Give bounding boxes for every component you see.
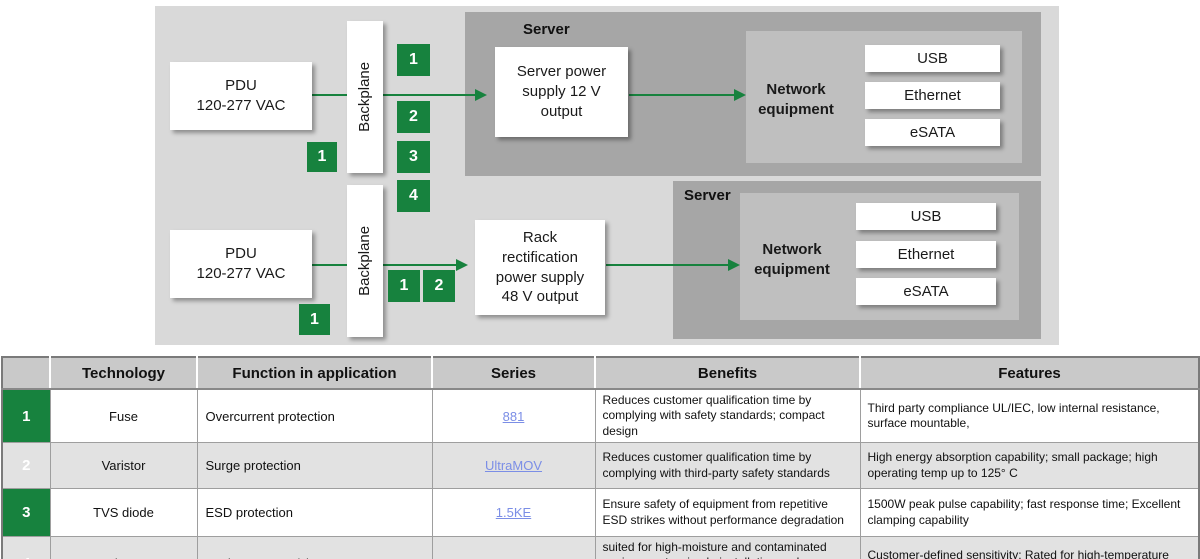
pdu-box-bottom: PDU 120-277 VAC <box>170 230 312 298</box>
port-box-esata-top: eSATA <box>865 119 1000 146</box>
benefits-cell: suited for high-moisture and contaminate… <box>594 536 861 559</box>
benefits-cell: Reduces customer qualification time by c… <box>594 388 861 444</box>
header-features: Features <box>860 356 1200 390</box>
function-cell: Enclosure open/close status <box>196 536 433 559</box>
header-technology: Technology <box>50 356 198 390</box>
function-cell: Surge protection <box>196 442 433 490</box>
network-equipment-label-bottom: Network equipment <box>754 241 830 278</box>
series-link-59150[interactable]: 59150 <box>495 556 531 559</box>
protection-badge-3: 3 <box>397 141 430 173</box>
benefits-cell: Ensure safety of equipment from repetiti… <box>594 488 861 538</box>
port-box-ethernet-bottom: Ethernet <box>856 241 996 268</box>
server-power-supply-box: Server power supply 12 V output <box>495 47 628 137</box>
header-function: Function in application <box>197 356 433 390</box>
protection-badge-2-rack: 2 <box>423 270 455 302</box>
server-panel-top-label: Server <box>523 21 570 38</box>
protection-badge-1-pdu-bottom: 1 <box>299 304 330 335</box>
row-number: 1 <box>1 388 51 444</box>
table-header-row: Technology Function in application Serie… <box>1 356 1200 390</box>
series-link-ultramov[interactable]: UltraMOV <box>484 458 543 474</box>
features-cell: Customer-defined sensitivity; Rated for … <box>859 536 1200 559</box>
header-benefits: Benefits <box>595 356 861 390</box>
features-cell: 1500W peak pulse capability; fast respon… <box>859 488 1200 538</box>
table-row: 3 TVS diode ESD protection 1.5KE Ensure … <box>1 488 1200 538</box>
series-link-881[interactable]: 881 <box>502 408 525 424</box>
backplane-label-top: Backplane <box>356 61 374 133</box>
protection-badge-1-pdu-top: 1 <box>307 142 337 172</box>
row-number: 2 <box>1 442 51 490</box>
backplane-box-top: Backplane <box>347 21 383 173</box>
series-link-15ke[interactable]: 1.5KE <box>495 505 532 521</box>
table-row: 2 Varistor Surge protection UltraMOV Red… <box>1 442 1200 490</box>
protection-badge-1-rack: 1 <box>388 270 420 302</box>
arrow-pdu-to-supply-line <box>312 94 475 96</box>
header-series: Series <box>432 356 596 390</box>
server-panel-bottom-label: Server <box>684 187 731 204</box>
rack-power-supply-box: Rack rectification power supply 48 V out… <box>475 220 605 315</box>
row-number: 3 <box>1 488 51 538</box>
arrow-supply-to-network-line <box>629 94 734 96</box>
benefits-cell: Reduces customer qualification time by c… <box>594 442 861 490</box>
arrow-rack-to-network-head <box>728 259 740 271</box>
backplane-label-bottom: Backplane <box>356 225 374 297</box>
backplane-box-bottom: Backplane <box>347 185 383 337</box>
port-box-usb-bottom: USB <box>856 203 996 230</box>
function-cell: Overcurrent protection <box>196 388 433 444</box>
row-number: 4 <box>1 536 51 559</box>
port-box-esata-bottom: eSATA <box>856 278 996 305</box>
port-box-ethernet-top: Ethernet <box>865 82 1000 109</box>
pdu-box-top: PDU 120-277 VAC <box>170 62 312 130</box>
protection-badge-4: 4 <box>397 180 430 212</box>
features-cell: Third party compliance UL/IEC, low inter… <box>859 388 1200 444</box>
network-equipment-label-top: Network equipment <box>758 81 834 118</box>
technology-cell: Reed sensor <box>49 536 198 559</box>
technology-cell: Fuse <box>49 388 198 444</box>
arrow-rack-to-network-line <box>606 264 728 266</box>
arrow-pdu-to-supply-head <box>475 89 487 101</box>
technology-cell: Varistor <box>49 442 198 490</box>
arrow-supply-to-network-head <box>734 89 746 101</box>
protection-badge-2: 2 <box>397 101 430 133</box>
arrow-pdu-to-rack-head <box>456 259 468 271</box>
port-box-usb-top: USB <box>865 45 1000 72</box>
table-row: 1 Fuse Overcurrent protection 881 Reduce… <box>1 388 1200 444</box>
protection-badge-1: 1 <box>397 44 430 76</box>
technology-cell: TVS diode <box>49 488 198 538</box>
technology-table: Technology Function in application Serie… <box>1 356 1200 559</box>
function-cell: ESD protection <box>196 488 433 538</box>
arrow-pdu-to-rack-line <box>312 264 456 266</box>
header-number <box>1 356 51 390</box>
table-row: 4 Reed sensor Enclosure open/close statu… <box>1 536 1200 559</box>
features-cell: High energy absorption capability; small… <box>859 442 1200 490</box>
